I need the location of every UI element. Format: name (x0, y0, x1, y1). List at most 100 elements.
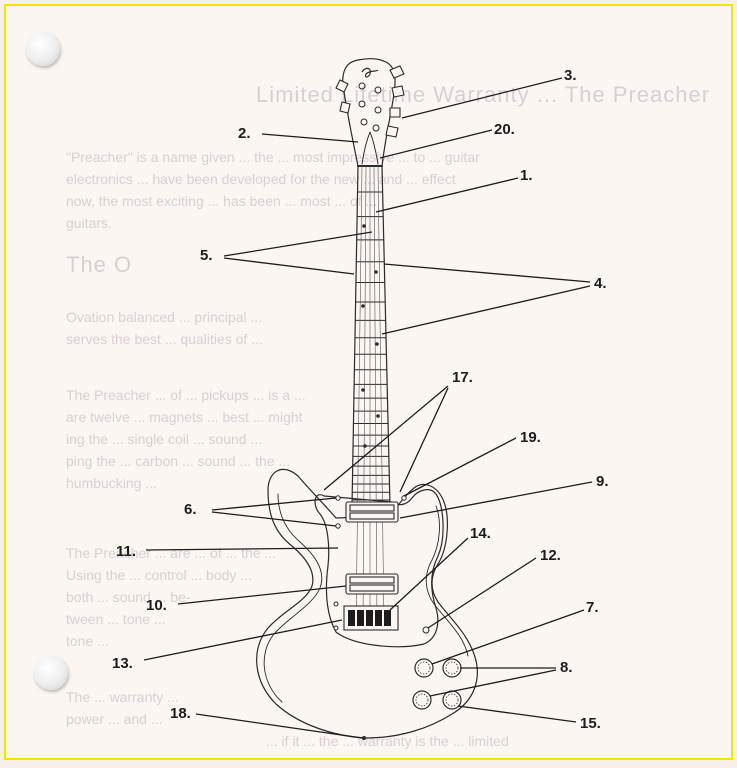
leader-6a (211, 497, 337, 511)
tuners (335, 65, 405, 138)
marker-dot (361, 304, 365, 308)
tuner-post (374, 86, 382, 94)
headstock-logo (361, 67, 379, 78)
guitar-body-bevel (263, 493, 323, 703)
callout-20: 20. (494, 121, 515, 138)
knob (414, 658, 434, 678)
guitar-diagram (143, 58, 593, 740)
binder-hole-bottom (34, 656, 68, 690)
leader-11 (145, 547, 339, 551)
screw (333, 625, 339, 631)
callout-9: 9. (596, 473, 609, 490)
marker-dot (362, 224, 366, 228)
callout-14: 14. (470, 525, 491, 542)
callout-10: 10. (146, 597, 167, 614)
screw (333, 601, 339, 607)
bridge-pickup-body (345, 573, 399, 595)
leader-19 (403, 437, 517, 497)
marker-dot (376, 414, 380, 418)
strap-button (362, 736, 366, 740)
leader-10 (177, 585, 347, 605)
marker-dot (375, 342, 379, 346)
knob (412, 690, 432, 710)
tuner-peg (389, 107, 401, 118)
leader-12 (427, 557, 537, 629)
switch (335, 523, 341, 529)
leader-3 (401, 77, 563, 119)
callout-17: 17. (452, 369, 473, 386)
callout-12: 12. (540, 547, 561, 564)
knob-grip (417, 661, 431, 675)
callout-13: 13. (112, 655, 133, 672)
leader-2 (261, 133, 359, 143)
callout-8: 8. (560, 659, 573, 676)
leader-5a (223, 231, 373, 257)
guitar-body-bevel-right (425, 505, 469, 657)
tuner-peg (335, 79, 349, 93)
tuner-posts (358, 82, 382, 132)
callout-7: 7. (586, 599, 599, 616)
leader-15 (457, 705, 577, 723)
leader-20 (379, 129, 493, 159)
marker-dot (363, 444, 367, 448)
neck-right-edge (381, 165, 391, 507)
callout-4: 4. (594, 275, 607, 292)
leader-4b (381, 285, 591, 335)
leader-5b (223, 257, 355, 275)
callout-18: 18. (170, 705, 191, 722)
tuner-post (372, 124, 380, 132)
leader-13 (143, 619, 343, 661)
callout-5: 5. (200, 247, 213, 264)
bridge (343, 605, 399, 631)
neck-pickup-coil (349, 504, 395, 512)
leader-18 (195, 713, 363, 739)
strings (355, 165, 385, 627)
tuner-peg (389, 65, 405, 79)
switch (401, 495, 407, 501)
leader-7 (431, 609, 585, 665)
tuner-peg (339, 101, 351, 114)
string-2 (362, 165, 367, 627)
saddle (366, 610, 373, 626)
binder-hole-top (26, 32, 60, 66)
neck-pickup-coil (349, 512, 395, 520)
tuner-peg (385, 125, 399, 138)
leader-6b (211, 511, 337, 527)
diagram-page: Limited Lifetime Warranty ... The Preach… (4, 4, 733, 760)
bridge-pickup-coil (349, 576, 395, 584)
callout-19: 19. (520, 429, 541, 446)
leader-17a (323, 385, 449, 491)
pickguard (314, 489, 444, 648)
output-jack (422, 626, 430, 634)
tuner-post (360, 118, 368, 126)
bridge-pickup (345, 573, 399, 595)
tuner-peg (391, 85, 405, 98)
leader-1 (375, 177, 519, 213)
marker-dot (361, 388, 365, 392)
callout-3: 3. (564, 67, 577, 84)
saddle (357, 610, 364, 626)
control-knobs (412, 658, 462, 710)
leader-8b (429, 669, 557, 697)
string-1 (355, 165, 363, 627)
tuner-post (358, 100, 366, 108)
saddle (375, 610, 382, 626)
leader-14 (389, 537, 469, 611)
leader-4a (383, 263, 591, 283)
position-markers (361, 224, 380, 448)
leader-9 (399, 481, 593, 519)
neck-pickup-body (345, 501, 399, 523)
leader-lines (143, 77, 593, 739)
switches (333, 495, 430, 634)
neck-left-edge (351, 165, 359, 507)
callout-11: 11. (116, 543, 137, 560)
tuner-post (374, 106, 382, 114)
string-4 (373, 165, 378, 627)
tuner-post (358, 82, 366, 90)
saddle (384, 610, 391, 626)
saddle (348, 610, 355, 626)
neck-pickup (345, 501, 399, 523)
callout-15: 15. (580, 715, 601, 732)
callout-6: 6. (184, 501, 197, 518)
switch (335, 495, 341, 501)
